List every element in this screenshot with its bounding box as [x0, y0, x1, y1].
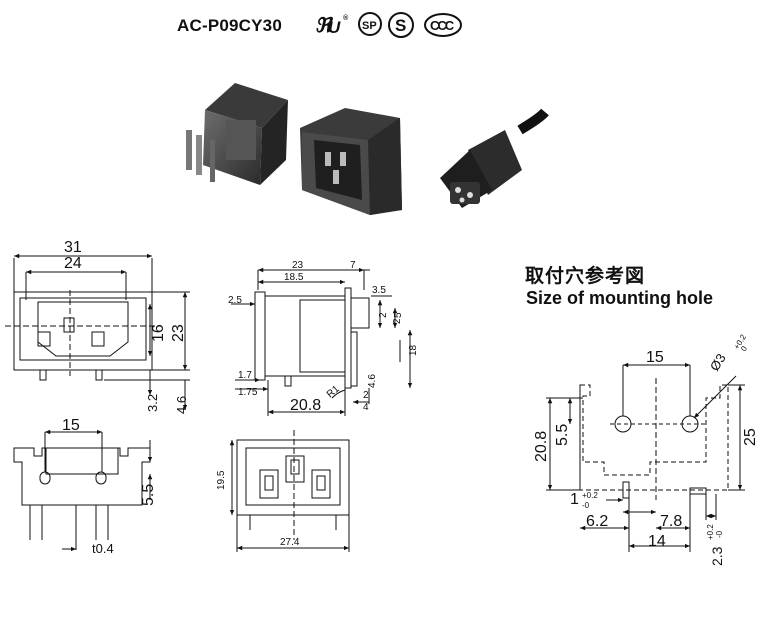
dim-5-5-bottom: 5.5 [140, 484, 157, 506]
bottom-view-drawing [13, 429, 153, 552]
mounting-hole-drawing [546, 362, 745, 552]
mounting-hole-dims: 15 Ø3 +0.2 0 20.8 5.5 25 1 +0.2 -0 6.2 7… [533, 332, 759, 566]
product-model-title: AC-P09CY30 [177, 16, 282, 35]
dim-23-side: 23 [292, 260, 304, 271]
front-view-dims: 31 24 16 23 3.2 4.6 [64, 239, 189, 414]
bottom-view-dims: 15 5.5 t0.4 [62, 417, 157, 556]
dim-25: 25 [742, 428, 759, 446]
dim-4: 4 [363, 402, 369, 413]
dim-1: 1 [570, 491, 579, 508]
svg-text:U: U [328, 18, 341, 37]
dim-2-c: 2 [363, 390, 369, 401]
svg-text:S: S [395, 16, 406, 35]
dim-1-tol-up: +0.2 [582, 491, 598, 500]
svg-text:ℜ: ℜ [315, 15, 334, 37]
dim-phi-tol-dn: 0 [739, 344, 749, 353]
dim-1-75: 1.75 [238, 387, 258, 398]
dim-phi-3: Ø3 [707, 351, 729, 374]
dim-t0-4: t0.4 [92, 541, 114, 556]
dim-20-8-hole: 20.8 [533, 431, 550, 462]
dim-1-tol-dn: -0 [582, 501, 590, 510]
svg-text:SP: SP [362, 20, 377, 32]
dim-18-5: 18.5 [284, 272, 304, 283]
svg-text:CCC: CCC [430, 18, 455, 33]
dim-2-3: 2.3 [709, 546, 725, 566]
ul-recognized-mark-icon: ℜ U ® [313, 12, 351, 38]
dim-24: 24 [64, 255, 82, 272]
dim-2-b: 2 [392, 318, 403, 324]
front-view-drawing [5, 253, 190, 410]
dim-20-8-side: 20.8 [290, 397, 321, 414]
dim-2-3-tol-dn: -0 [715, 530, 724, 538]
dim-7: 7 [350, 260, 356, 271]
dim-3-2: 3.2 [145, 394, 160, 412]
dim-6-2: 6.2 [586, 513, 608, 530]
dim-5: 5 [393, 312, 404, 318]
side-view-dims: 23 7 18.5 3.5 2.5 2 5 2 18 1.7 1.75 R1 4… [228, 260, 419, 414]
s-mark-icon: S [388, 12, 414, 38]
dim-r1: R1 [325, 383, 342, 400]
dim-23: 23 [170, 324, 187, 342]
dim-16: 16 [150, 324, 167, 342]
dim-2-3-tol-up: +0.2 [706, 524, 715, 540]
dim-1-7: 1.7 [238, 370, 252, 381]
dim-2-5: 2.5 [228, 295, 242, 306]
dim-4-6-side: 4.6 [367, 374, 378, 388]
ccc-mark-icon: CCC [423, 12, 463, 38]
dim-15-hole: 15 [646, 349, 664, 366]
rear-view-drawing [229, 430, 350, 552]
dim-18: 18 [408, 344, 419, 356]
dim-31: 31 [64, 239, 82, 256]
product-photo-front [300, 108, 402, 215]
dim-15-bottom: 15 [62, 417, 80, 434]
dim-4-6: 4.6 [174, 396, 189, 414]
product-photo-side [186, 83, 288, 185]
mounting-hole-title-cn: 取付穴参考図 [525, 266, 646, 287]
dim-19-5: 19.5 [216, 470, 227, 490]
mounting-hole-title-en: Size of mounting hole [526, 288, 713, 308]
dim-27-4: 27.4 [280, 537, 300, 548]
dim-3-5: 3.5 [372, 285, 386, 296]
dim-14: 14 [648, 533, 666, 550]
svg-text:®: ® [343, 14, 349, 22]
product-photo-plug [440, 108, 549, 208]
csa-mark-icon: SP [358, 12, 382, 36]
side-view-drawing [231, 267, 413, 416]
dim-2-a: 2 [378, 312, 389, 318]
dim-5-5-hole: 5.5 [554, 424, 571, 446]
dim-7-8: 7.8 [660, 513, 682, 530]
rear-view-dims: 19.5 27.4 [216, 470, 300, 548]
